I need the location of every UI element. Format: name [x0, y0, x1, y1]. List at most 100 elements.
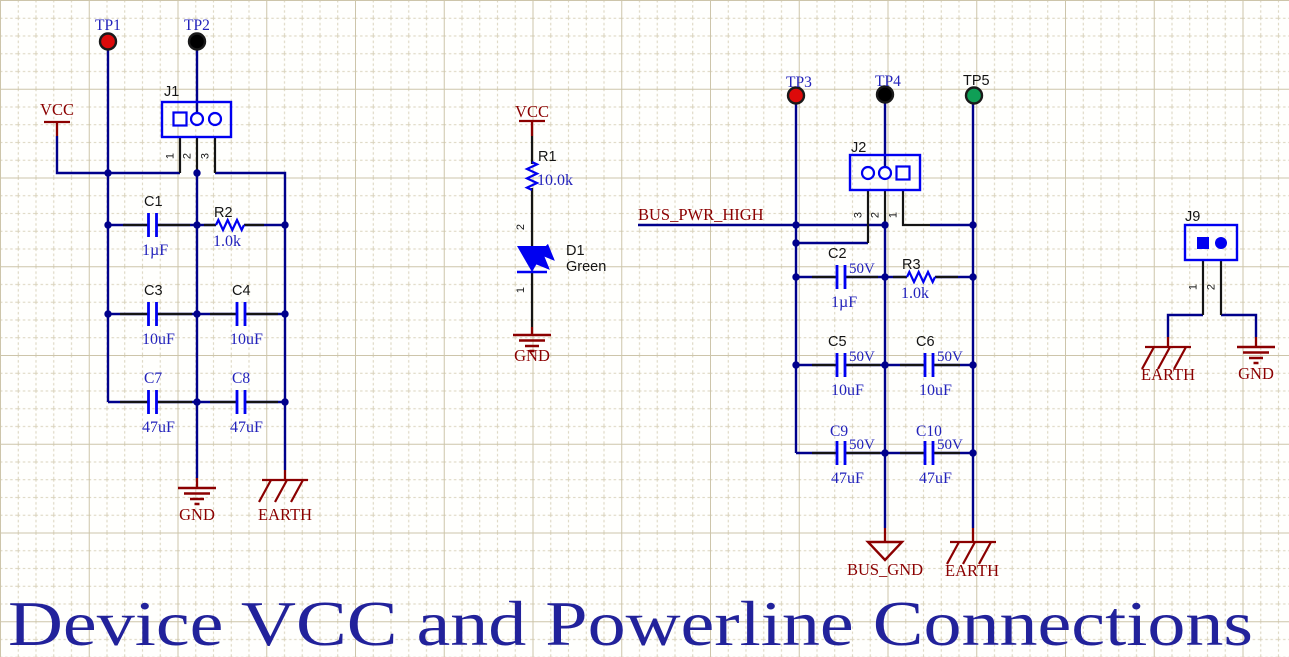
resistor-r2[interactable]: R2 1.0k	[213, 205, 246, 250]
c6-value: 10uF	[919, 382, 952, 399]
gnd-j9-label: GND	[1238, 364, 1274, 383]
led-emission-arrow	[532, 252, 550, 270]
c2-designator: C2	[828, 246, 847, 262]
c2-voltage: 50V	[849, 261, 875, 277]
j1-designator: J1	[164, 84, 179, 100]
c7-designator: C7	[144, 370, 162, 387]
j9-designator: J9	[1185, 209, 1200, 225]
c3-designator: C3	[144, 283, 163, 299]
r3-designator: R3	[902, 257, 921, 273]
j9-pin1-number: 1	[1188, 284, 1200, 290]
c8-value: 47uF	[230, 419, 263, 436]
power-port-earth-bus[interactable]: EARTH	[945, 528, 999, 580]
d1-value: Green	[566, 259, 606, 275]
tp1-designator: TP1	[95, 17, 121, 34]
capacitor-c1[interactable]: C1 1µF	[142, 194, 168, 259]
resistor-r3[interactable]: R3 1.0k	[901, 257, 937, 302]
tp5-designator: TP5	[963, 73, 990, 89]
c6-voltage: 50V	[937, 349, 963, 365]
capacitor-c7[interactable]: C7 47uF	[142, 370, 175, 436]
j2-pin1-number: 1	[888, 212, 900, 218]
testpoint-tp1[interactable]: TP1	[95, 17, 121, 51]
capacitor-c10[interactable]: C10 50V 47uF	[916, 423, 963, 487]
c10-value: 47uF	[919, 470, 952, 487]
c4-value: 10uF	[230, 331, 263, 348]
sheet-title: Device VCC and Powerline Connections	[8, 588, 1253, 657]
c9-value: 47uF	[831, 470, 864, 487]
j9-pin2-circle	[1215, 237, 1227, 249]
power-port-earth-j9[interactable]: EARTH	[1140, 337, 1195, 384]
power-port-vcc-left[interactable]: VCC	[40, 100, 74, 136]
capacitor-c8[interactable]: C8 47uF	[230, 370, 263, 436]
tp4-designator: TP4	[875, 73, 901, 90]
power-port-vcc-mid[interactable]: VCC	[515, 102, 549, 136]
j9-pin2-number: 2	[1206, 284, 1218, 290]
earth-bus-label: EARTH	[945, 561, 999, 580]
power-port-gnd-j9[interactable]: GND	[1235, 337, 1277, 383]
capacitor-c6[interactable]: C6 50V 10uF	[916, 334, 963, 399]
testpoint-tp5[interactable]: TP5	[963, 73, 990, 105]
vcc-mid-label: VCC	[515, 102, 549, 121]
net-label-bus-pwr-high[interactable]: BUS_PWR_HIGH	[638, 205, 764, 224]
r1-designator: R1	[538, 149, 557, 165]
tp2-pad[interactable]	[187, 32, 207, 51]
earth-j9-label: EARTH	[1141, 365, 1195, 384]
led-d1[interactable]: D1 Green 2 1	[515, 224, 606, 293]
c3-value: 10uF	[142, 331, 175, 348]
resistor-r1[interactable]: R1 10.0k	[525, 149, 573, 192]
capacitor-c9[interactable]: C9 50V 47uF	[830, 423, 875, 487]
j2-pin2-circle	[877, 165, 893, 181]
c10-voltage: 50V	[937, 437, 963, 453]
power-port-gnd-left[interactable]: GND	[176, 478, 218, 524]
capacitor-c5[interactable]: C5 50V 10uF	[828, 334, 875, 399]
connector-j9[interactable]: J9 1 2	[1183, 209, 1239, 290]
j2-pin3-circle	[860, 165, 876, 181]
c2-value: 1µF	[831, 294, 857, 311]
r3-value: 1.0k	[901, 285, 929, 302]
c7-value: 47uF	[142, 419, 175, 436]
c5-designator: C5	[828, 334, 847, 350]
c8-designator: C8	[232, 370, 250, 387]
vcc-left-label: VCC	[40, 100, 74, 119]
j9-pin1-square	[1197, 237, 1209, 249]
tp3-designator: TP3	[786, 74, 812, 91]
connector-j2[interactable]: J2 3 2 1	[848, 140, 922, 218]
power-port-bus-gnd[interactable]: BUS_GND	[847, 528, 923, 579]
earth-left-label: EARTH	[258, 505, 312, 524]
wire-layer[interactable]	[55, 50, 1258, 528]
j1-pin2-number: 2	[182, 153, 194, 159]
capacitor-c4[interactable]: C4 10uF	[230, 283, 263, 348]
c9-designator: C9	[830, 423, 848, 440]
d1-designator: D1	[566, 243, 585, 259]
power-port-earth-left[interactable]: EARTH	[257, 470, 312, 524]
d1-pin2-number: 2	[515, 224, 527, 230]
gnd-left-label: GND	[179, 505, 215, 524]
j1-pin2-circle	[189, 111, 205, 127]
capacitor-c3[interactable]: C3 10uF	[142, 283, 175, 348]
tp3-pad[interactable]	[786, 86, 806, 105]
c9-voltage: 50V	[849, 437, 875, 453]
c10-designator: C10	[916, 423, 942, 440]
tp4-pad[interactable]	[875, 85, 895, 104]
connector-j1[interactable]: J1 1 2 3	[160, 84, 233, 159]
c4-designator: C4	[232, 283, 251, 299]
d1-pin1-number: 1	[515, 287, 527, 293]
j1-pin3-number: 3	[200, 153, 212, 159]
tp5-pad[interactable]	[964, 86, 984, 105]
c6-designator: C6	[916, 334, 935, 350]
j1-pin1-number: 1	[165, 153, 177, 159]
junction-dots	[104, 169, 977, 457]
testpoint-tp3[interactable]: TP3	[786, 74, 812, 105]
bus-pwr-high-label[interactable]: BUS_PWR_HIGH	[638, 205, 764, 224]
gnd-mid-label: GND	[514, 346, 550, 365]
testpoint-tp4[interactable]: TP4	[875, 73, 901, 104]
testpoint-tp2[interactable]: TP2	[184, 17, 210, 51]
power-port-gnd-mid[interactable]: GND	[511, 327, 553, 365]
c5-voltage: 50V	[849, 349, 875, 365]
r2-value: 1.0k	[213, 233, 241, 250]
tp1-pad[interactable]	[98, 32, 118, 51]
c1-designator: C1	[144, 194, 163, 210]
capacitor-c2[interactable]: C2 50V 1µF	[828, 246, 875, 311]
